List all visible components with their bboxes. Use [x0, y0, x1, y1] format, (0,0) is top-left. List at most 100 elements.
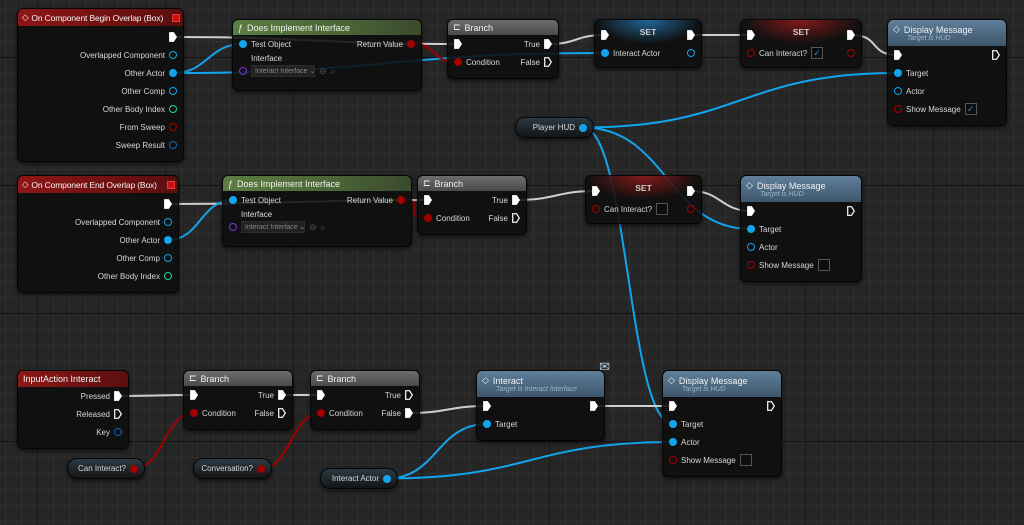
object-pin[interactable] [601, 49, 609, 57]
node-gconv[interactable]: Conversation? [193, 458, 272, 479]
object-pin[interactable] [229, 196, 237, 204]
exec-pin[interactable] [317, 390, 326, 400]
exec-pin[interactable] [405, 408, 414, 418]
exec-pin[interactable] [114, 391, 123, 401]
bool-pin[interactable] [190, 409, 198, 417]
node-header[interactable]: ⊏Branch [184, 371, 292, 386]
object-pin[interactable] [894, 69, 902, 77]
node-gia[interactable]: Interact Actor [320, 468, 398, 489]
bool-pin[interactable] [169, 123, 177, 131]
exec-pin[interactable] [687, 186, 696, 196]
object-pin[interactable] [239, 40, 247, 48]
exec-pin[interactable] [669, 401, 678, 411]
bool-pin[interactable] [257, 464, 265, 473]
bool-pin[interactable] [687, 205, 695, 213]
search-icon[interactable]: ⌕ [320, 221, 326, 232]
object-pin[interactable] [169, 69, 177, 77]
search-icon[interactable]: ⌕ [330, 65, 336, 76]
data-wire[interactable] [582, 72, 899, 129]
node-header[interactable]: ⊏Branch [448, 20, 558, 35]
object-pin[interactable] [669, 420, 677, 428]
exec-pin[interactable] [424, 195, 433, 205]
interface-pin[interactable] [239, 67, 247, 75]
node-header[interactable]: SET [586, 176, 701, 200]
int-pin[interactable] [164, 272, 172, 280]
node-header[interactable]: SET [741, 20, 861, 44]
bool-pin[interactable] [317, 409, 325, 417]
exec-pin[interactable] [512, 195, 521, 205]
exec-pin[interactable] [747, 30, 756, 40]
object-pin[interactable] [483, 420, 491, 428]
node-header[interactable]: InputAction Interact [18, 371, 128, 387]
node-header[interactable]: SET [595, 20, 701, 44]
bool-pin[interactable] [130, 464, 138, 473]
exec-pin[interactable] [169, 32, 178, 42]
exec-pin[interactable] [590, 401, 599, 411]
interface-dropdown[interactable]: Interact Interface⌄ [241, 221, 305, 233]
delegate-icon[interactable] [172, 14, 180, 22]
exec-pin[interactable] [544, 39, 553, 49]
object-pin[interactable] [164, 236, 172, 244]
object-pin[interactable] [687, 49, 695, 57]
exec-pin[interactable] [687, 30, 696, 40]
bool-pin[interactable] [397, 196, 405, 204]
exec-pin[interactable] [164, 199, 173, 209]
exec-pin[interactable] [512, 213, 521, 223]
object-pin[interactable] [169, 51, 177, 59]
node-header[interactable]: ⊏Branch [418, 176, 526, 191]
object-pin[interactable] [579, 123, 587, 132]
exec-pin[interactable] [114, 409, 123, 419]
data-wire[interactable] [386, 441, 674, 480]
checkbox[interactable]: ✓ [811, 47, 824, 59]
exec-pin[interactable] [278, 408, 287, 418]
struct-pin[interactable] [114, 428, 122, 436]
bool-pin[interactable] [454, 58, 462, 66]
node-eo[interactable]: ◇On Component End Overlap (Box)Overlappe… [17, 175, 179, 293]
int-pin[interactable] [169, 105, 177, 113]
data-wire[interactable] [386, 423, 488, 480]
bool-pin[interactable] [592, 205, 600, 213]
object-pin[interactable] [383, 474, 391, 483]
checkbox[interactable] [817, 259, 830, 271]
object-pin[interactable] [169, 87, 177, 95]
bool-pin[interactable] [747, 49, 755, 57]
bool-pin[interactable] [894, 105, 902, 113]
exec-pin[interactable] [847, 206, 856, 216]
object-pin[interactable] [747, 225, 755, 233]
object-pin[interactable] [669, 438, 677, 446]
checkbox[interactable]: ✓ [964, 103, 977, 115]
bool-pin[interactable] [669, 456, 677, 464]
bool-pin[interactable] [847, 49, 855, 57]
node-hud[interactable]: Player HUD [515, 117, 594, 138]
interface-pin[interactable] [229, 223, 237, 231]
node-header[interactable]: ◇On Component End Overlap (Box) [18, 176, 178, 193]
exec-pin[interactable] [747, 206, 756, 216]
exec-pin[interactable] [592, 186, 601, 196]
exec-pin[interactable] [278, 390, 287, 400]
exec-pin[interactable] [767, 401, 776, 411]
exec-pin[interactable] [894, 50, 903, 60]
exec-pin[interactable] [601, 30, 610, 40]
checkbox[interactable] [739, 454, 752, 466]
struct-pin[interactable] [169, 141, 177, 149]
object-pin[interactable] [164, 218, 172, 226]
exec-pin[interactable] [190, 390, 199, 400]
bool-pin[interactable] [424, 214, 432, 222]
